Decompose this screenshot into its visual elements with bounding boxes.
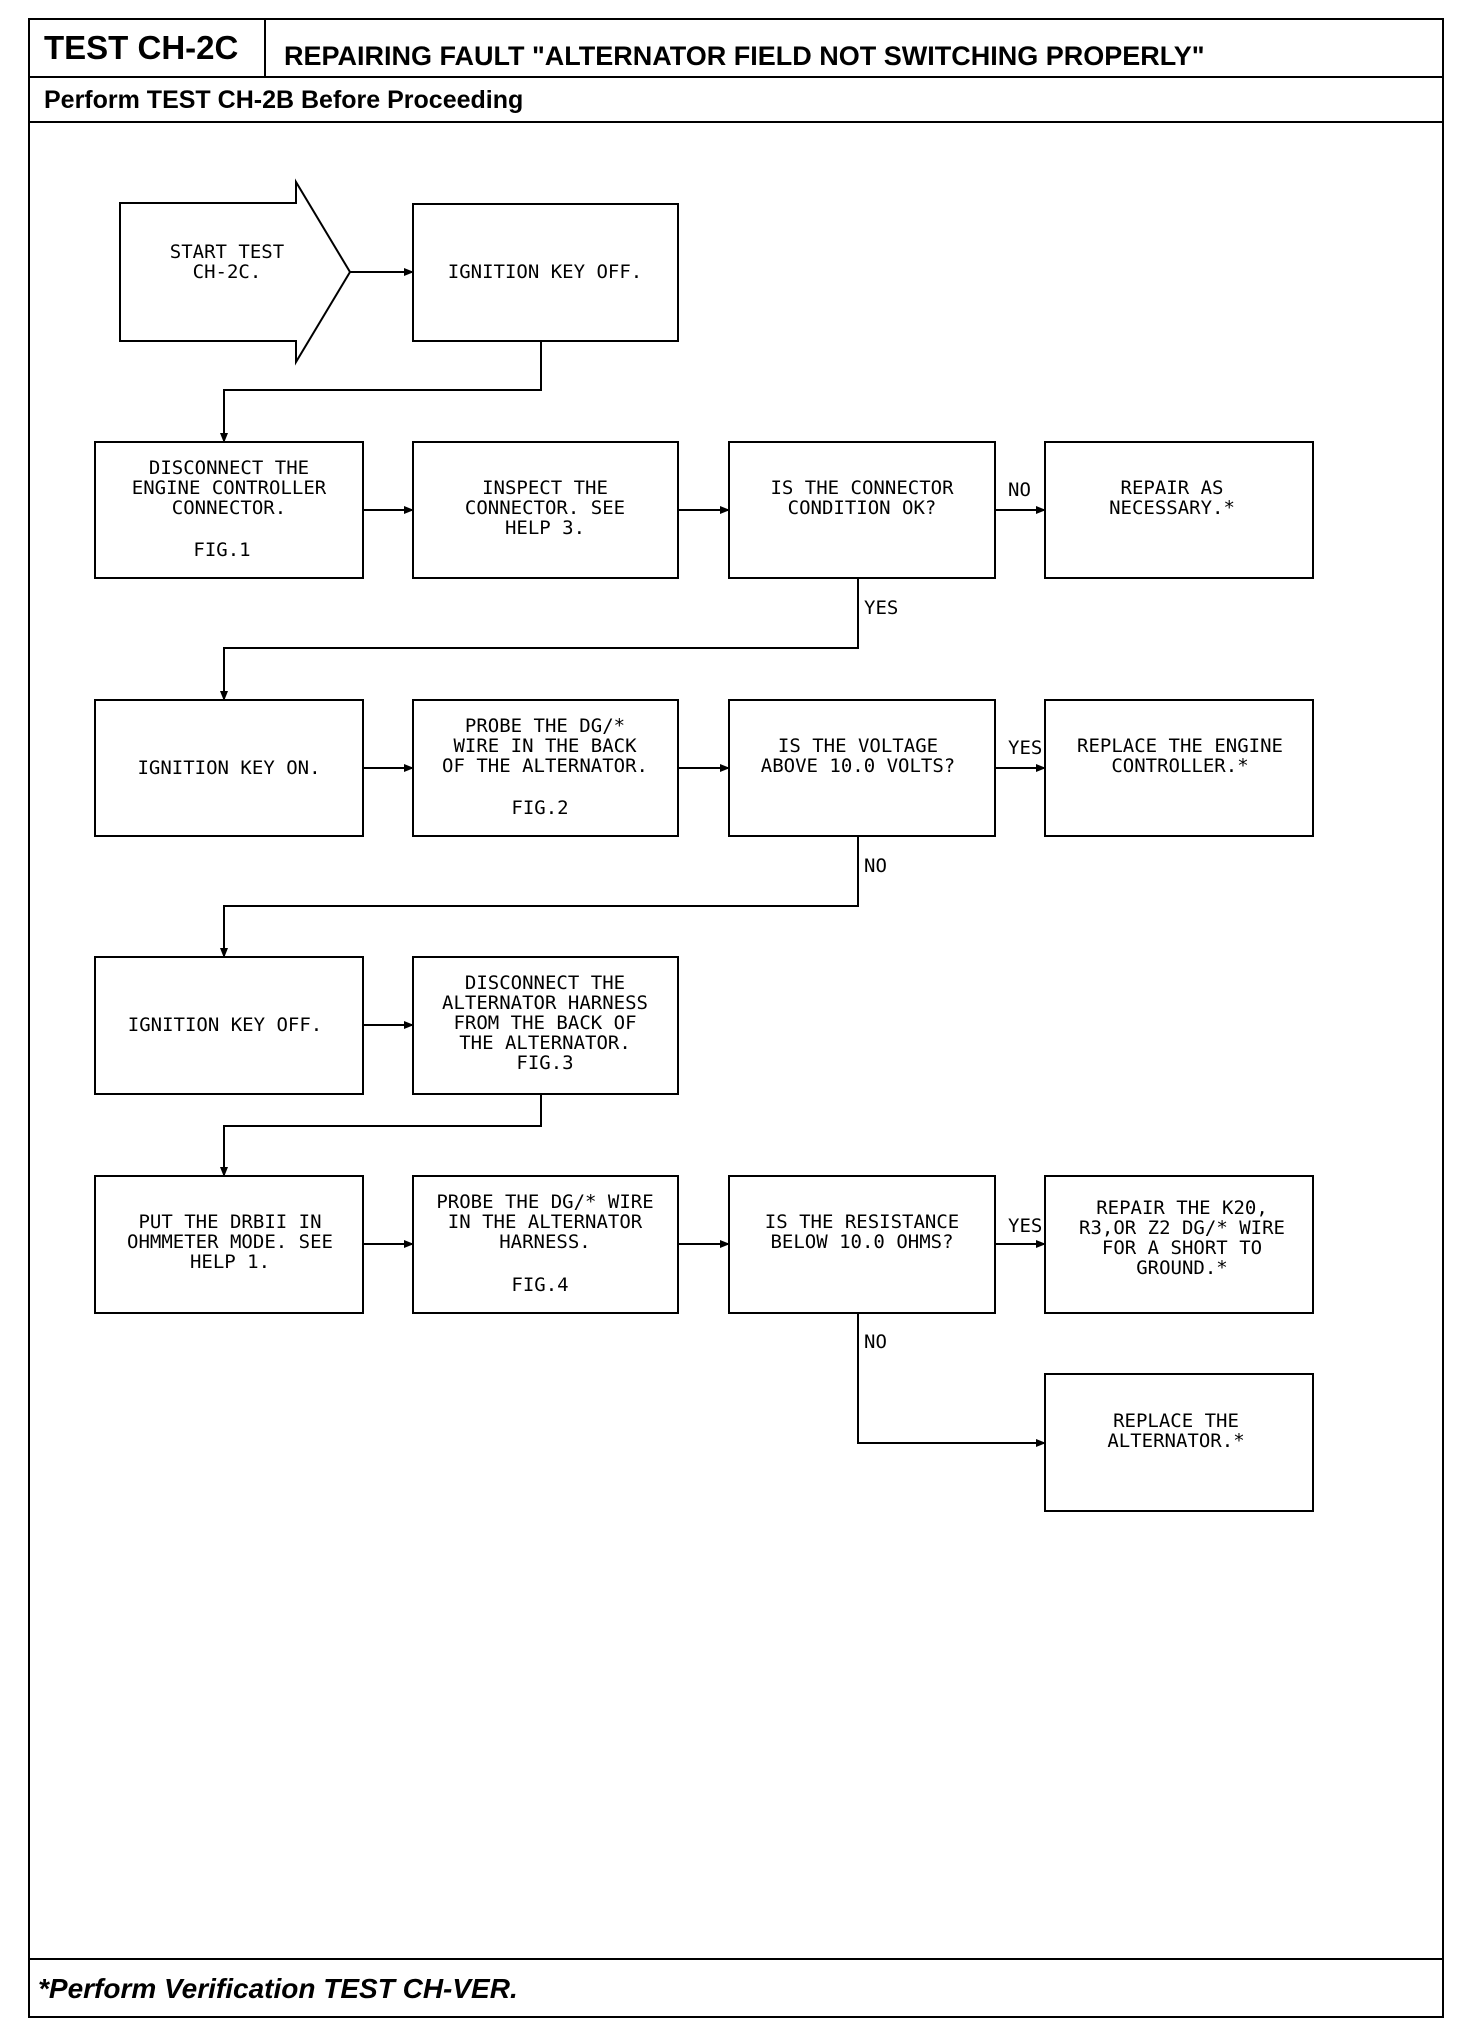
node-text-line: ALTERNATOR HARNESS	[442, 992, 648, 1014]
edge-resistance-no	[857, 1313, 1046, 1447]
node-text-line: REPAIR AS	[1121, 477, 1224, 499]
fig4-label: FIG.4	[511, 1274, 568, 1296]
node-text-line: CONTROLLER.*	[1111, 755, 1248, 777]
node-text-line: GROUND.*	[1136, 1257, 1228, 1279]
node-text-line: IGNITION KEY ON.	[137, 757, 320, 779]
node-text-line: IS THE RESISTANCE	[765, 1211, 959, 1233]
footer-note: *Perform Verification TEST CH-VER.	[30, 1958, 1442, 2016]
text-ignition-on: IGNITION KEY ON.	[137, 757, 320, 779]
page-frame: TEST CH-2C REPAIRING FAULT "ALTERNATOR F…	[28, 18, 1444, 2018]
node-text-line: BELOW 10.0 OHMS?	[770, 1231, 953, 1253]
text-ignition-off-2: IGNITION KEY OFF.	[128, 1014, 322, 1036]
node-text-line: INSPECT THE	[482, 477, 608, 499]
edge-harness-to-drbii	[220, 1094, 542, 1177]
test-id: TEST CH-2C	[30, 20, 266, 78]
node-text-line: FOR A SHORT TO	[1102, 1237, 1262, 1259]
node-text-line: THE ALTERNATOR.	[459, 1032, 631, 1054]
edge-voltage-no	[220, 836, 859, 958]
label-voltage-no: NO	[864, 855, 887, 877]
node-text-line: FROM THE BACK OF	[453, 1012, 636, 1034]
node-text-line: IN THE ALTERNATOR	[448, 1211, 643, 1233]
node-text-line: ABOVE 10.0 VOLTS?	[761, 755, 955, 777]
fig2-label: FIG.2	[511, 797, 568, 819]
node-text-line: IGNITION KEY OFF.	[128, 1014, 322, 1036]
edge-connector-yes	[220, 578, 859, 701]
node-text-line: PROBE THE DG/* WIRE	[436, 1191, 653, 1213]
text-ignition-off-1: IGNITION KEY OFF.	[448, 261, 642, 283]
node-text-line: IGNITION KEY OFF.	[448, 261, 642, 283]
node-text-line: FIG.3	[516, 1052, 573, 1074]
page-title: REPAIRING FAULT "ALTERNATOR FIELD NOT SW…	[284, 41, 1205, 71]
node-text-line: ENGINE CONTROLLER	[132, 477, 327, 499]
node-text-line: CONNECTOR.	[172, 497, 286, 519]
node-text-line: HELP 1.	[190, 1251, 270, 1273]
node-text-line: DISCONNECT THE	[149, 457, 309, 479]
node-text-line: OHMMETER MODE. SEE	[127, 1231, 333, 1253]
node-text-line: NECESSARY.*	[1109, 497, 1235, 519]
edge-off-to-disconnect	[220, 341, 542, 443]
label-resistance-yes: YES	[1008, 1215, 1042, 1237]
start-node	[119, 178, 352, 366]
page-subtitle: Perform TEST CH-2B Before Proceeding	[30, 78, 1442, 123]
node-text-line: IS THE CONNECTOR	[770, 477, 954, 499]
node-text-line: REPLACE THE ENGINE	[1077, 735, 1283, 757]
node-text-line: CONDITION OK?	[788, 497, 937, 519]
label-connector-no: NO	[1008, 479, 1031, 501]
node-text-line: HELP 3.	[505, 517, 585, 539]
node-text-line: HARNESS.	[499, 1231, 591, 1253]
node-text-line: ALTERNATOR.*	[1107, 1430, 1244, 1452]
fig1-label: FIG.1	[193, 539, 250, 561]
header-row: TEST CH-2C REPAIRING FAULT "ALTERNATOR F…	[30, 20, 1442, 78]
node-text-line: OF THE ALTERNATOR.	[442, 755, 648, 777]
label-connector-yes: YES	[864, 597, 898, 619]
node-text-line: WIRE IN THE BACK	[453, 735, 637, 757]
node-text-line: CH-2C.	[193, 261, 262, 283]
label-resistance-no: NO	[864, 1331, 887, 1353]
node-text-line: START TEST	[170, 241, 284, 263]
node-text-line: PUT THE DRBII IN	[138, 1211, 321, 1233]
node-text-line: DISCONNECT THE	[465, 972, 625, 994]
node-text-line: PROBE THE DG/*	[465, 715, 625, 737]
node-text-line: R3,OR Z2 DG/* WIRE	[1079, 1217, 1285, 1239]
node-text-line: CONNECTOR. SEE	[465, 497, 625, 519]
node-text-line: IS THE VOLTAGE	[778, 735, 938, 757]
node-text-line: REPLACE THE	[1113, 1410, 1239, 1432]
node-text-line: REPAIR THE K20,	[1096, 1197, 1268, 1219]
label-voltage-yes: YES	[1008, 737, 1042, 759]
